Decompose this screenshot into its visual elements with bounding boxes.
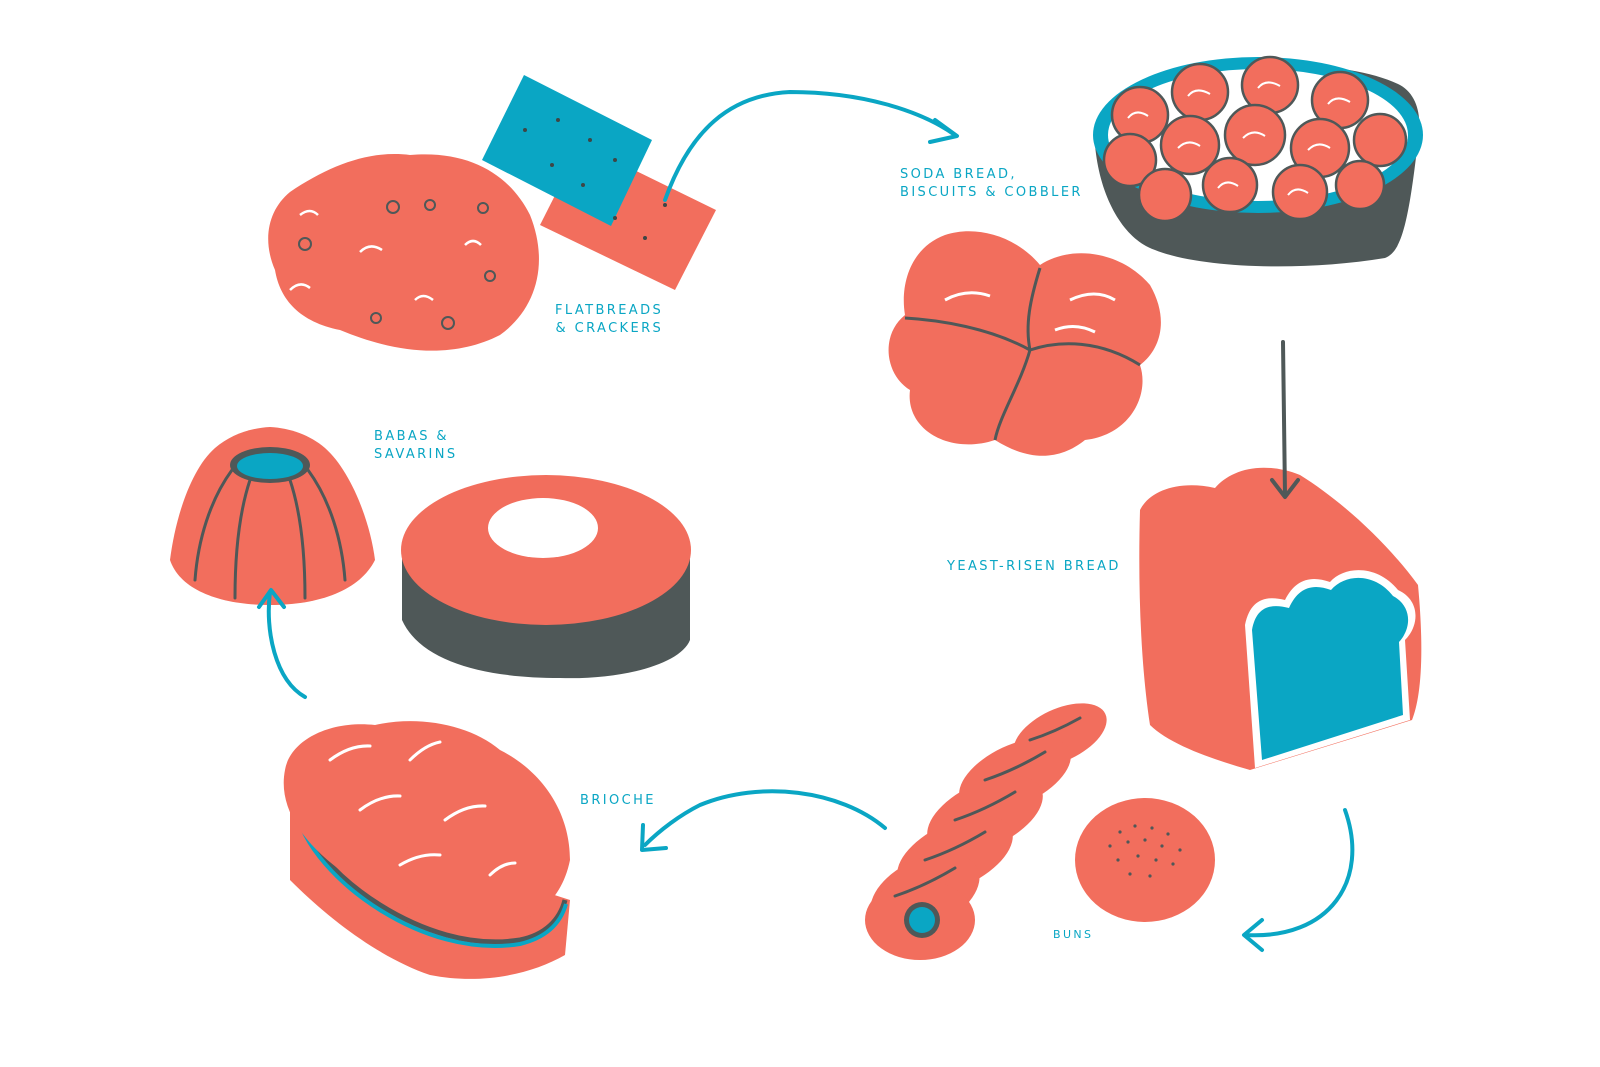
arrow-flatbread-to-soda — [663, 89, 959, 202]
arrow-brioche-to-babas — [257, 588, 307, 699]
arrow-soda-to-yeast — [1270, 340, 1300, 499]
label-yeast-bread: YEAST-RISEN BREAD — [947, 559, 1121, 574]
label-buns: BUNS — [1053, 928, 1094, 941]
label-flatbreads: FLATBREADS & CRACKERS — [555, 303, 664, 336]
brioche-illustration — [283, 721, 570, 979]
flatbread-illustration — [268, 154, 539, 351]
arrow-buns-to-brioche — [640, 789, 887, 852]
baba-mold-illustration — [170, 427, 375, 605]
cobbler-dish-illustration — [1093, 55, 1423, 267]
round-bun-illustration — [1075, 798, 1215, 922]
cracker-illustration — [482, 75, 716, 290]
soda-bread-illustration — [888, 231, 1161, 456]
label-babas: BABAS & SAVARINS — [374, 429, 458, 462]
label-brioche: BRIOCHE — [580, 793, 656, 808]
yeast-loaf-illustration — [1139, 467, 1422, 770]
arrow-yeast-to-buns — [1242, 808, 1355, 952]
savarin-ring-illustration — [401, 475, 691, 679]
braided-buns-illustration — [865, 703, 1107, 960]
label-soda-bread: SODA BREAD, BISCUITS & COBBLER — [900, 167, 1083, 200]
